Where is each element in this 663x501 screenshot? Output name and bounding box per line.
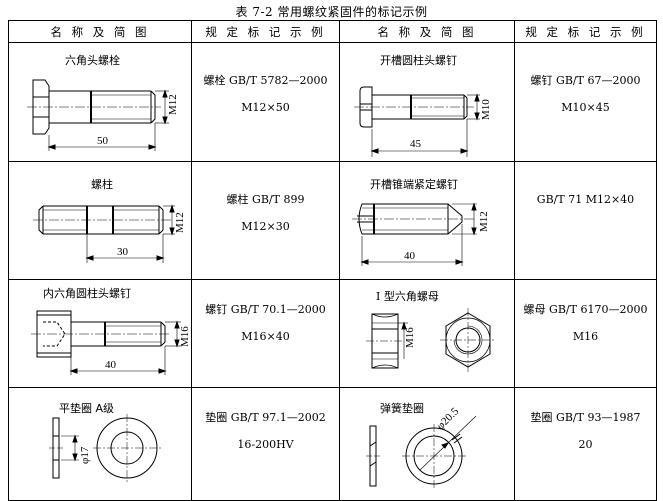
length-dimension: 40 [404, 250, 416, 262]
part-name: 开槽圆柱头螺钉 [380, 54, 457, 67]
thread-dimension: M16 [404, 327, 416, 348]
header-name-figure-2: 名 称 及 简 图 [339, 20, 515, 43]
table-caption: 表 7-2 常用螺纹紧固件的标记示例 [235, 5, 428, 19]
marking-line-1: GB/T 71 M12×40 [536, 193, 635, 206]
marking-line-1: 螺栓 GB/T 5782—2000 [203, 74, 328, 87]
thread-dimension: M10 [480, 99, 492, 120]
part-name: 内六角圆柱头螺钉 [43, 287, 131, 300]
part-name: 平垫圈 A级 [59, 402, 115, 415]
figure-cell-spring-washer: 弹簧垫圈 φ20.5 [339, 387, 515, 501]
header-row: 名 称 及 简 图 规 定 标 记 示 例 名 称 及 简 图 规 定 标 记 … [8, 20, 657, 43]
spring-washer-drawing: φ20.5 [366, 405, 477, 488]
part-name: 螺柱 [91, 178, 113, 191]
figure-cell-slotted-cheese-screw: 开槽圆柱头螺钉 [339, 42, 515, 162]
part-name-prefix: I [376, 290, 381, 303]
hex-nut-drawing: M16 [366, 308, 496, 372]
stud-drawing: 30 M12 [33, 204, 186, 263]
figure-cell-hex-bolt: 六角头螺栓 [8, 42, 192, 162]
hex-bolt-drawing: 50 M12 [27, 79, 179, 151]
marking-line-1: 螺钉 GB/T 67—2000 [530, 74, 641, 87]
marking-line-1: 螺母 GB/T 6170—2000 [523, 303, 648, 316]
marking-line-1: 垫圈 GB/T 97.1—2002 [205, 411, 326, 424]
length-dimension: 45 [410, 138, 422, 150]
figure-cell-hex-nut: I 型六角螺母 [339, 279, 515, 388]
marking-line-2: 20 [578, 438, 593, 451]
figure-cell-flat-washer: 平垫圈 A级 φ17 [8, 387, 192, 501]
table-row: 平垫圈 A级 φ17 [8, 387, 657, 501]
table-row: 螺柱 [8, 161, 657, 280]
length-dimension: 40 [105, 359, 117, 371]
marking-cell: 垫圈 GB/T 93—1987 20 [514, 387, 657, 501]
table-row: 内六角圆柱头螺钉 [8, 279, 657, 388]
marking-cell: GB/T 71 M12×40 [514, 161, 657, 280]
figure-cell-stud: 螺柱 [8, 161, 192, 280]
table-row: 六角头螺栓 [8, 42, 657, 162]
diameter-dimension: φ17 [79, 446, 91, 464]
marking-line-2: M12×30 [241, 220, 290, 233]
length-dimension: 50 [97, 135, 109, 147]
part-name: 弹簧垫圈 [380, 402, 424, 415]
socket-head-screw-drawing: 40 M16 [31, 310, 191, 375]
part-name: 开槽锥端紧定螺钉 [370, 178, 458, 191]
thread-dimension: M12 [174, 212, 186, 233]
marking-line-2: 16-200HV [237, 438, 294, 451]
marking-line-2: M16 [572, 330, 599, 343]
figure-cell-socket-head-screw: 内六角圆柱头螺钉 [8, 279, 192, 388]
marking-line-2: M10×45 [561, 101, 610, 114]
figure-cell-set-screw: 开槽锥端紧定螺钉 [339, 161, 515, 280]
set-screw-drawing: 40 M12 [352, 202, 490, 266]
header-name-figure-1: 名 称 及 简 图 [8, 20, 192, 43]
marking-line-2: M12×50 [241, 101, 290, 114]
header-marking-1: 规 定 标 记 示 例 [191, 20, 340, 43]
part-name: 型六角螺母 [380, 290, 439, 303]
slotted-cheese-screw-drawing: 45 M10 [354, 86, 492, 157]
part-name-wrapper: I 型六角螺母 [376, 288, 439, 304]
marking-line-2: M16×40 [241, 330, 290, 343]
header-marking-2: 规 定 标 记 示 例 [514, 20, 657, 43]
marking-line-1: 垫圈 GB/T 93—1987 [530, 411, 641, 424]
marking-line-1: 螺钉 GB/T 70.1—2000 [205, 303, 326, 316]
length-dimension: 30 [117, 246, 129, 258]
flat-washer-drawing: φ17 [49, 414, 161, 482]
part-name: 六角头螺栓 [65, 54, 120, 67]
diameter-dimension: φ20.5 [435, 405, 462, 432]
marking-cell: 垫圈 GB/T 97.1—2002 16-200HV [191, 387, 340, 501]
thread-dimension: M12 [167, 94, 179, 115]
marking-line-1: 螺柱 GB/T 899 [226, 193, 305, 206]
thread-dimension: M16 [179, 326, 191, 347]
thread-dimension: M12 [478, 211, 490, 232]
marking-examples-table: 名 称 及 简 图 规 定 标 记 示 例 名 称 及 简 图 规 定 标 记 … [8, 20, 657, 501]
